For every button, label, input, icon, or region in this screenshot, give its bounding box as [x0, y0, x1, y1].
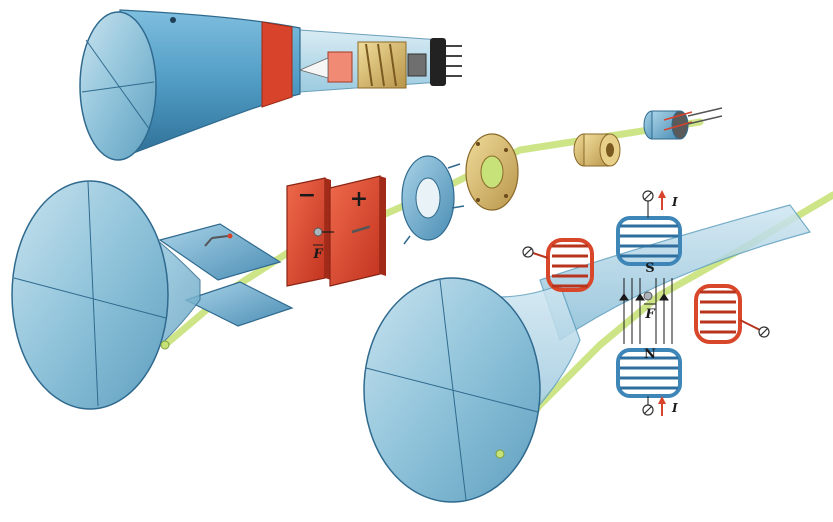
lower-horizontal-plate: [184, 281, 294, 327]
tube-base: [430, 38, 446, 86]
left-screen: [11, 180, 201, 410]
electron-dot-magnetic: [643, 291, 653, 301]
control-grid: [573, 133, 621, 167]
complete-tube: [79, 9, 462, 161]
magnetic-deflection-tube: [363, 204, 812, 503]
top-electron-gun: [298, 41, 427, 89]
north-pole-label: N: [644, 347, 656, 362]
force-label-magnetic: F: [644, 307, 655, 322]
accelerating-anode: [401, 155, 465, 245]
minus-sign-label: −: [298, 182, 316, 208]
top-blue-coil: [616, 190, 682, 266]
electron-dot: [313, 227, 323, 237]
positive-plate: [329, 175, 386, 287]
south-pole-label: S: [645, 261, 654, 276]
top-screen: [79, 11, 157, 161]
focusing-anode: [465, 133, 519, 211]
upper-horizontal-plate: [158, 223, 282, 281]
current-label-top: I: [671, 195, 678, 209]
bottom-blue-coil: [616, 348, 682, 416]
cathode-assembly: [643, 107, 723, 140]
current-label-bottom: I: [671, 401, 678, 415]
force-label-electric: F: [312, 247, 323, 262]
right-red-coil: [694, 284, 770, 344]
magnetic-field-lines: [619, 278, 673, 344]
left-red-coil: [522, 238, 594, 292]
plus-sign-label: +: [350, 186, 368, 212]
